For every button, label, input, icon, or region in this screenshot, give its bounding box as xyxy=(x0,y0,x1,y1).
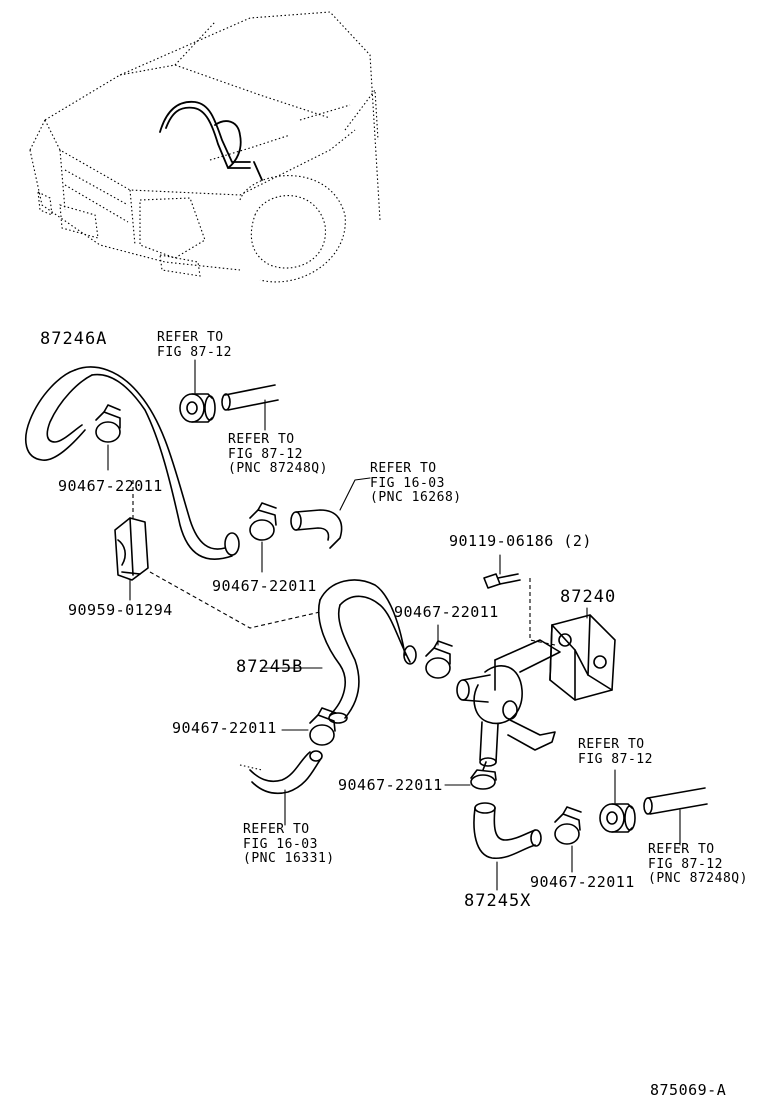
part-label-clamp-1: 90467-22011 xyxy=(58,477,163,495)
hose-87245x-drawing xyxy=(473,802,542,891)
vehicle-illustration xyxy=(29,11,381,283)
grommet-drawing-1 xyxy=(179,359,216,423)
part-label-87245x: 87245X xyxy=(464,891,532,911)
reference-note-6: REFER TO FIG 87-12 (PNC 87248Q) xyxy=(648,842,748,887)
clamp-drawing-4 xyxy=(281,707,337,746)
reference-note-3: REFER TO FIG 16-03 (PNC 16268) xyxy=(370,461,462,506)
bracket-drawing xyxy=(549,607,616,701)
valve-drawing xyxy=(456,639,561,767)
part-label-clamp-3: 90467-22011 xyxy=(394,603,499,621)
grommet-drawing-2 xyxy=(599,769,636,833)
hose-87245b-drawing xyxy=(261,579,417,724)
clamp-drawing-2 xyxy=(249,502,277,573)
part-label-holder: 90959-01294 xyxy=(68,601,173,619)
part-label-clamp-4: 90467-22011 xyxy=(172,719,277,737)
reference-note-4: REFER TO FIG 87-12 xyxy=(578,737,653,767)
part-label-87245b: 87245B xyxy=(236,657,304,677)
figure-id: 875069-A xyxy=(650,1081,727,1099)
pipe-drawing-3 xyxy=(239,750,323,826)
holder-drawing xyxy=(114,480,321,629)
clamp-drawing-6 xyxy=(554,806,582,873)
part-label-clamp-2: 90467-22011 xyxy=(212,577,317,595)
pipe-drawing-4 xyxy=(643,787,708,846)
part-label-clamp-6: 90467-22011 xyxy=(530,873,635,891)
reference-note-1: REFER TO FIG 87-12 xyxy=(157,330,232,360)
clamp-drawing-3 xyxy=(425,624,453,679)
part-label-87240: 87240 xyxy=(560,587,617,607)
part-label-bolt: 90119-06186 (2) xyxy=(449,532,592,550)
part-label-clamp-5: 90467-22011 xyxy=(338,776,443,794)
hose-87246a-drawing xyxy=(24,366,240,560)
pipe-drawing-2 xyxy=(290,477,371,549)
reference-note-2: REFER TO FIG 87-12 (PNC 87248Q) xyxy=(228,432,328,477)
bolt-drawing xyxy=(483,554,556,646)
part-label-87246a: 87246A xyxy=(40,329,108,349)
clamp-drawing-1 xyxy=(95,404,121,471)
pipe-drawing-1 xyxy=(221,384,279,431)
clamp-drawing-5 xyxy=(444,761,497,790)
reference-note-5: REFER TO FIG 16-03 (PNC 16331) xyxy=(243,822,335,867)
